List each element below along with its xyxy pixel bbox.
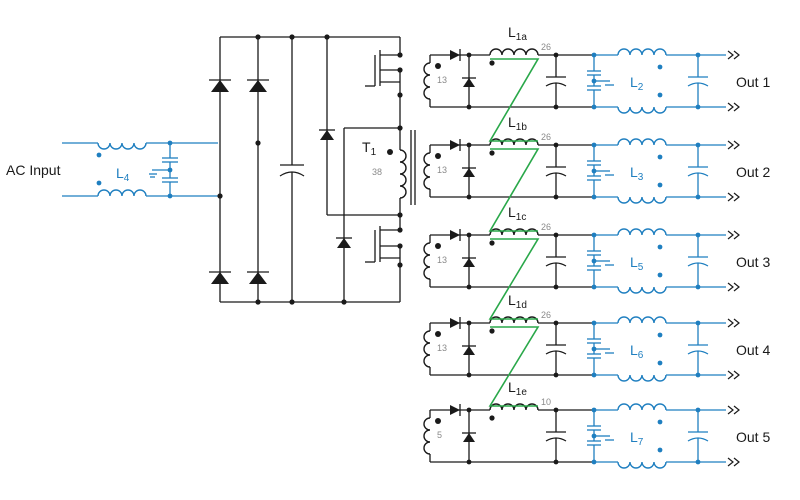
filter-inductor-top <box>617 228 667 236</box>
filter-inductor-label: L7 <box>630 429 644 448</box>
coupled-inductor-link <box>488 58 540 407</box>
output-label: Out 4 <box>736 342 770 358</box>
coupled-turns: 26 <box>541 310 551 320</box>
filter-inductor-top <box>617 316 667 324</box>
filter-inductor-bottom <box>617 461 667 469</box>
filter-inductor-label: L2 <box>630 74 644 93</box>
coupled-inductor-label: L1c <box>508 204 526 223</box>
secondary-winding <box>423 417 431 455</box>
bridge-rectifier <box>209 34 400 305</box>
output-label: Out 2 <box>736 164 770 180</box>
secondary-winding <box>423 330 431 368</box>
coupling-link-2 <box>488 148 540 232</box>
filter-inductor-label: L6 <box>630 342 644 361</box>
coupled-turns: 26 <box>541 222 551 232</box>
filter-inductor-label: L3 <box>630 164 644 183</box>
secondary-winding <box>423 62 431 100</box>
coupled-inductor-label: L1e <box>508 379 527 398</box>
bulk-capacitor <box>279 34 305 305</box>
transformer-label: T1 <box>362 139 377 158</box>
filter-inductor-label: L5 <box>630 254 644 273</box>
coupled-inductor-winding <box>489 138 539 146</box>
coupled-inductor-label: L1a <box>508 24 527 43</box>
coupling-link-3 <box>488 238 540 320</box>
forward-diode <box>450 140 460 150</box>
secondary-turns: 13 <box>437 343 447 353</box>
secondary-turns: 5 <box>437 430 442 440</box>
coupled-turns: 26 <box>541 42 551 52</box>
filter-inductor-bottom <box>617 106 667 114</box>
filter-inductor-bottom <box>617 286 667 294</box>
output-label: Out 5 <box>736 429 770 445</box>
secondary-turns: 13 <box>437 75 447 85</box>
secondary-turns: 13 <box>437 165 447 175</box>
secondary-winding <box>423 152 431 190</box>
filter-inductor-bottom <box>617 374 667 382</box>
filter-inductor-top <box>617 48 667 56</box>
ac-input-label: AC Input <box>6 162 61 178</box>
primary-turns: 38 <box>372 167 382 177</box>
filter-inductor-bottom <box>617 196 667 204</box>
filter-inductor-top <box>617 403 667 411</box>
forward-diode <box>450 318 460 328</box>
coupled-inductor-winding <box>489 228 539 236</box>
freewheel-diode <box>463 168 475 177</box>
coupling-link-1 <box>488 58 540 142</box>
freewheel-diode <box>463 433 475 442</box>
output-label: Out 3 <box>736 254 770 270</box>
coupled-turns: 10 <box>541 397 551 407</box>
coupled-inductor-winding <box>489 48 539 56</box>
secondary-winding <box>423 242 431 280</box>
input-emi-filter <box>62 140 218 199</box>
coupled-inductor-label: L1b <box>508 114 527 133</box>
two-switch-forward-stage <box>319 34 416 305</box>
freewheel-diode <box>463 346 475 355</box>
secondary-turns: 13 <box>437 255 447 265</box>
coupled-inductor-winding <box>489 316 539 324</box>
forward-diode <box>450 50 460 60</box>
forward-diode <box>450 230 460 240</box>
filter-inductor-top <box>617 138 667 146</box>
coupling-link-4 <box>488 326 540 407</box>
input-inductor-label: L4 <box>116 165 130 184</box>
freewheel-diode <box>463 78 475 87</box>
forward-diode <box>450 405 460 415</box>
freewheel-diode <box>463 258 475 267</box>
coupled-inductor-label: L1d <box>508 292 527 311</box>
output-label: Out 1 <box>736 74 770 90</box>
coupled-inductor-winding <box>489 403 539 411</box>
coupled-turns: 26 <box>541 132 551 142</box>
